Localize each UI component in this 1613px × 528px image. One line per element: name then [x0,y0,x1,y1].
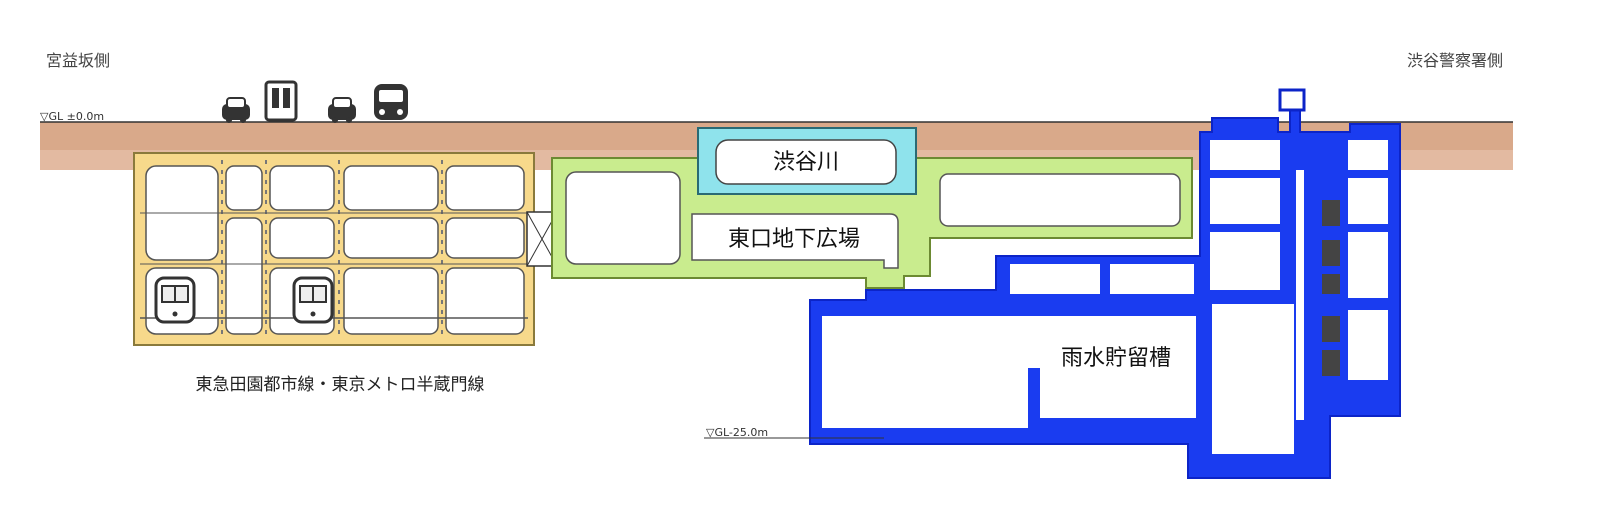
river-channel [697,127,917,195]
car-icon [222,97,250,123]
bottom-level-label: ▽GL-25.0m [706,426,768,439]
car-icon [328,97,356,123]
railway-structure [133,152,558,346]
train-icon [154,276,196,324]
river-label: 渋谷川 [773,150,839,175]
plaza-label: 東口地下広場 [728,227,860,252]
right-side-label: 渋谷警察署側 [1407,51,1503,70]
bus-icon [374,84,408,120]
train-icon [292,276,334,324]
railway-label: 東急田園都市線・東京メトロ半蔵門線 [196,375,485,395]
truck-icon [264,80,298,122]
reservoir-structure [809,88,1401,479]
reservoir-label: 雨水貯留槽 [1061,346,1171,371]
ground-level-label: ▽GL ±0.0m [40,110,104,123]
left-side-label: 宮益坂側 [46,51,110,70]
